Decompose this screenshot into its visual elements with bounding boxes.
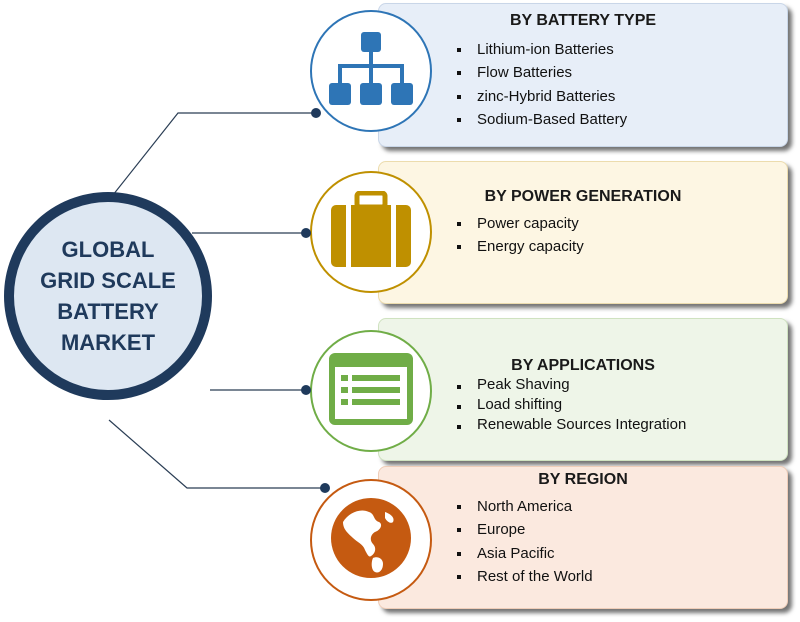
icon-circle-battery-type bbox=[310, 10, 432, 132]
panel-title: BY APPLICATIONS bbox=[511, 357, 655, 374]
connector-dot bbox=[301, 228, 311, 238]
panel-title: BY POWER GENERATION bbox=[484, 188, 682, 205]
connector-dot bbox=[301, 385, 311, 395]
connector-dot bbox=[320, 483, 330, 493]
list-window-icon bbox=[327, 351, 415, 432]
panel-applications: BY APPLICATIONS Peak Shaving Load shifti… bbox=[378, 318, 788, 461]
item-list: Lithium-ion Batteries Flow Batteries zin… bbox=[379, 38, 787, 132]
panel-title: BY BATTERY TYPE bbox=[509, 12, 657, 29]
connector-dot bbox=[311, 108, 321, 118]
briefcase-icon bbox=[329, 190, 413, 274]
panel-title: BY REGION bbox=[538, 471, 628, 488]
list-item: Renewable Sources Integration bbox=[457, 415, 787, 435]
icon-circle-region bbox=[310, 479, 432, 601]
list-item: Lithium-ion Batteries bbox=[457, 38, 787, 61]
icon-circle-power-generation bbox=[310, 171, 432, 293]
list-item: Flow Batteries bbox=[457, 61, 787, 84]
list-item: Peak Shaving bbox=[457, 375, 787, 395]
globe-icon bbox=[329, 496, 413, 585]
list-item: zinc-Hybrid Batteries bbox=[457, 85, 787, 108]
panel-battery-type: BY BATTERY TYPE Lithium-ion Batteries Fl… bbox=[378, 3, 788, 147]
item-list: Power capacity Energy capacity bbox=[379, 212, 787, 259]
item-list: North America Europe Asia Pacific Rest o… bbox=[379, 495, 787, 589]
panel-power-generation: BY POWER GENERATION Power capacity Energ… bbox=[378, 161, 788, 304]
list-item: Power capacity bbox=[457, 212, 787, 235]
item-list: Peak Shaving Load shifting Renewable Sou… bbox=[379, 375, 787, 435]
list-item: Load shifting bbox=[457, 395, 787, 415]
icon-circle-applications bbox=[310, 330, 432, 452]
list-item: Rest of the World bbox=[457, 565, 787, 588]
panel-region: BY REGION North America Europe Asia Paci… bbox=[378, 466, 788, 609]
list-item: Asia Pacific bbox=[457, 542, 787, 565]
hub-title: GLOBAL GRID SCALE BATTERY MARKET bbox=[40, 237, 176, 355]
list-item: North America bbox=[457, 495, 787, 518]
market-hub-circle: GLOBAL GRID SCALE BATTERY MARKET bbox=[4, 192, 212, 400]
list-item: Sodium-Based Battery bbox=[457, 108, 787, 131]
list-item: Europe bbox=[457, 518, 787, 541]
hierarchy-icon bbox=[328, 29, 414, 114]
list-item: Energy capacity bbox=[457, 235, 787, 258]
